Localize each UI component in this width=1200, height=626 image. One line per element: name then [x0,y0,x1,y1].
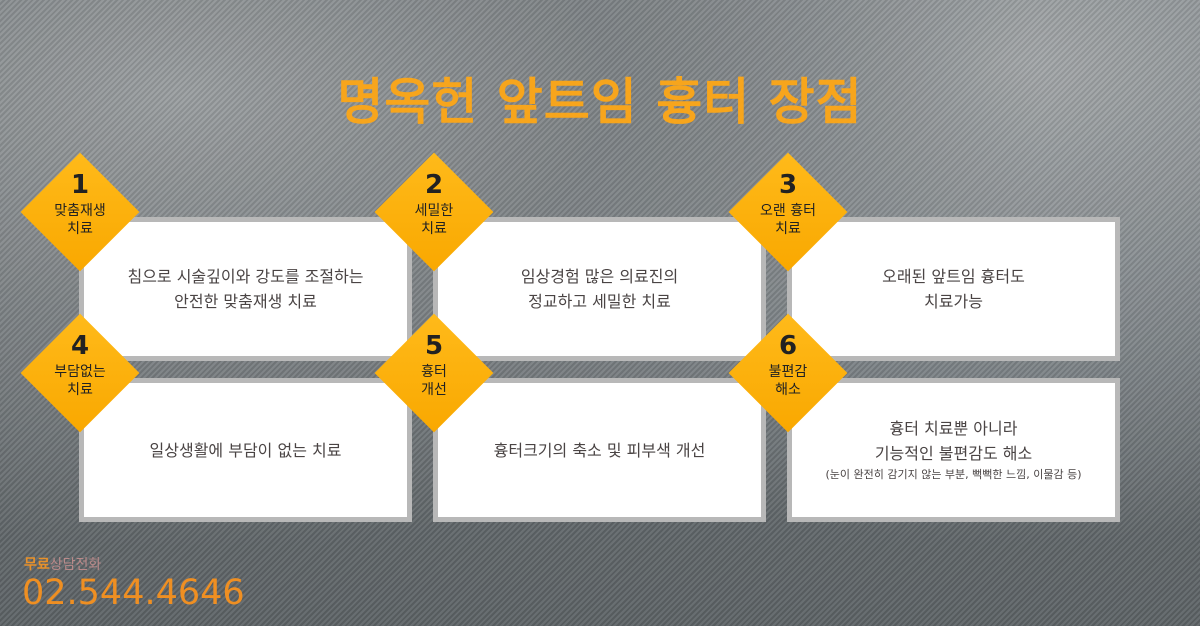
badge-label: 치료 [67,221,93,237]
card-text: 오래된 앞트임 흉터도 [882,267,1025,286]
badge-number: 1 [70,170,90,200]
badge-label: 오랜 흉터 [760,203,816,219]
consult-label-phone: 상담전화 [49,557,102,573]
badge-number: 4 [70,331,90,361]
badge-number: 6 [778,331,798,361]
badge-label: 맞춤재생 [54,203,106,219]
badge-label: 개선 [421,382,447,398]
card-text: 흉터크기의 축소 및 피부색 개선 [493,440,706,460]
badge-label: 치료 [67,382,93,398]
page-title: 명옥헌 앞트임 흉터 장점 [337,73,863,131]
card-text: 기능적인 불편감도 해소 [874,444,1033,463]
badge-label: 해소 [775,382,801,398]
badge-label: 세밀한 [414,203,454,219]
badge-number: 2 [424,170,444,200]
badge-number: 5 [424,331,444,361]
feature-card-4: 일상생활에 부담이 없는 치료 [79,378,412,522]
badge-label: 불편감 [768,364,808,380]
feature-card-5: 흉터크기의 축소 및 피부색 개선 [433,378,766,522]
badge-label: 흉터 [421,364,447,380]
card-text: 임상경험 많은 의료진의 [520,267,679,286]
card-text: 안전한 맞춤재생 치료 [174,292,317,311]
badge-label: 치료 [775,221,801,237]
card-text: 치료가능 [924,292,983,311]
card-note: (눈이 완전히 감기지 않는 부분, 뻑뻑한 느낌, 이물감 등) [825,468,1082,481]
card-text: 일상생활에 부담이 없는 치료 [149,440,342,460]
badge-number: 3 [778,170,798,200]
consult-label-free: 무료 [24,557,50,573]
card-text: 흉터 치료뿐 아니라 [889,419,1018,438]
card-text: 정교하고 세밀한 치료 [528,292,671,311]
card-text: 침으로 시술깊이와 강도를 조절하는 [127,267,364,286]
phone-number[interactable]: 02.544.4646 [22,573,245,613]
consult-label: 무료상담전화 [24,554,101,574]
badge-label: 치료 [421,221,447,237]
badge-label: 부담없는 [54,364,106,380]
